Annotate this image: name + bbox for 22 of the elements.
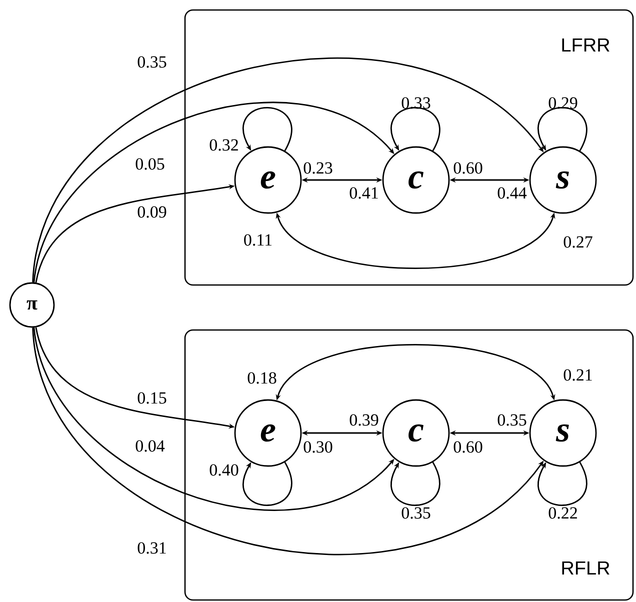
edge-label: 0.23: [304, 162, 332, 174]
edge-label: 0.60: [454, 162, 482, 174]
arrow: [390, 107, 440, 152]
arrow: [538, 462, 588, 506]
edge-label: 0.09: [138, 206, 166, 218]
edge-label: 0.40: [210, 464, 238, 476]
edge-label: 0.39: [350, 414, 378, 426]
edge-label: 0.11: [244, 234, 272, 246]
edge-label: 0.35: [138, 56, 166, 68]
arrow: [242, 462, 292, 506]
arrow: [242, 107, 292, 152]
edge-label: 0.15: [138, 392, 166, 404]
edge-label: 0.18: [248, 372, 276, 384]
probability-label: 0.27: [564, 236, 592, 248]
edge-label: 0.05: [136, 158, 164, 170]
edge-label: 0.35: [498, 414, 526, 426]
edge-label: 0.22: [548, 507, 577, 519]
edge-label: 0.35: [402, 507, 430, 519]
arrow: [390, 462, 440, 506]
edge-label: 0.31: [138, 542, 166, 554]
edge-label: 0.04: [136, 440, 165, 452]
arrow: [538, 107, 588, 152]
